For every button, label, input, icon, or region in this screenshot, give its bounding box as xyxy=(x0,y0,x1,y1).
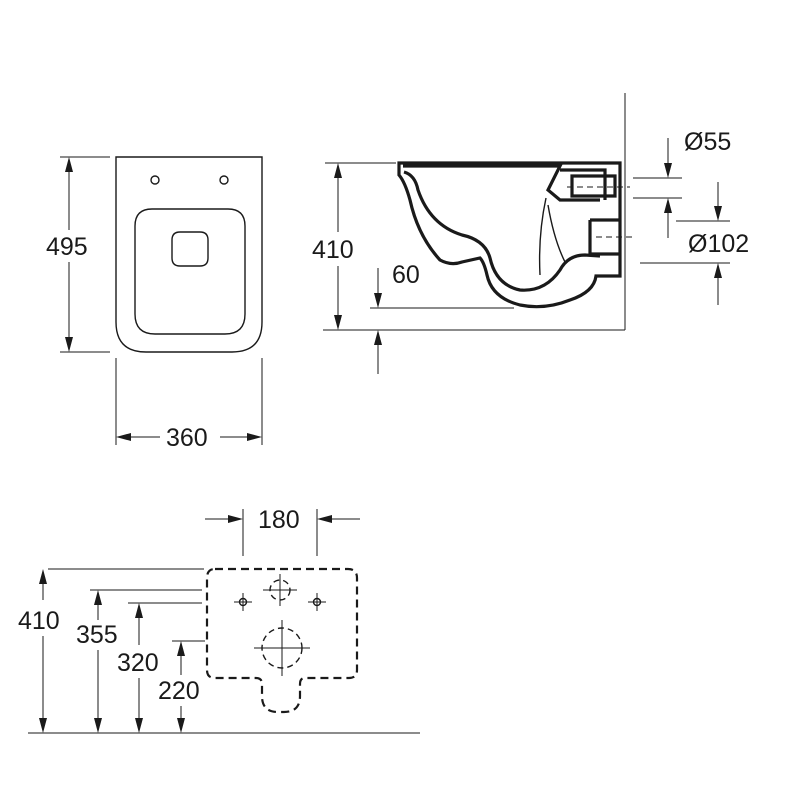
bowl-profile-inner xyxy=(403,170,601,292)
dim-60-label: 60 xyxy=(392,261,420,289)
seat-outline xyxy=(134,208,246,335)
dim-102-arrow-top xyxy=(714,206,722,221)
dim-360-arrow-left xyxy=(116,433,131,441)
top-view: 495 360 xyxy=(46,156,263,452)
dim-102-label: Ø102 xyxy=(688,230,749,258)
inlet-socket xyxy=(560,168,617,200)
dim-410s-arrow-bottom xyxy=(334,315,342,330)
dim-410b-arrow-top xyxy=(39,569,47,584)
inlet-hole-back xyxy=(263,574,297,606)
fixing-hole-left xyxy=(150,175,160,185)
dim-355-arrow-bottom xyxy=(94,718,102,733)
dim-410s-label: 410 xyxy=(312,236,354,264)
dim-60-arrow-top xyxy=(374,293,382,308)
dim-220-arrow-top xyxy=(177,641,185,656)
bowl-profile-outer xyxy=(397,161,622,309)
dim-410b-arrow-bottom xyxy=(39,718,47,733)
back-view: 180 410 355 320 220 xyxy=(18,506,420,734)
fixing-hole-right-back xyxy=(308,593,326,611)
side-view: 410 60 Ø55 Ø102 xyxy=(312,93,749,374)
seat-inner-square xyxy=(171,231,209,267)
dim-180-arrow-left xyxy=(228,515,243,523)
fixing-hole-right xyxy=(219,175,229,185)
dim-360-arrow-right xyxy=(247,433,262,441)
dim-355-label: 355 xyxy=(76,621,118,649)
dim-180-label: 180 xyxy=(258,506,300,534)
fixing-hole-left-back xyxy=(234,593,252,611)
dim-495-label: 495 xyxy=(46,233,88,261)
dim-320-arrow-bottom xyxy=(135,718,143,733)
dim-55-label: Ø55 xyxy=(684,128,731,156)
bowl-outline-top xyxy=(115,156,263,353)
dim-220-label: 220 xyxy=(158,677,200,705)
dim-410s-arrow-top xyxy=(334,163,342,178)
outlet-pipe xyxy=(588,218,620,256)
dim-55-arrow-bottom xyxy=(664,198,672,213)
dim-180-arrow-right xyxy=(317,515,332,523)
dim-55-arrow-top xyxy=(664,163,672,178)
dim-360-label: 360 xyxy=(166,424,208,452)
dim-320-arrow-top xyxy=(135,603,143,618)
pan-outline-dashed xyxy=(205,567,359,714)
dim-495-arrow-bottom xyxy=(65,337,73,352)
dim-220-arrow-bottom xyxy=(177,718,185,733)
dim-320-label: 320 xyxy=(117,649,159,677)
bowl-rim-inner xyxy=(403,164,600,202)
dim-102-arrow-bottom xyxy=(714,263,722,278)
outlet-hole-back xyxy=(254,620,310,676)
dim-410b-label: 410 xyxy=(18,607,60,635)
dim-495-arrow-top xyxy=(65,157,73,172)
dim-355-arrow-top xyxy=(94,590,102,605)
trapway-wall xyxy=(538,197,566,276)
dim-60-arrow-bottom xyxy=(374,330,382,345)
